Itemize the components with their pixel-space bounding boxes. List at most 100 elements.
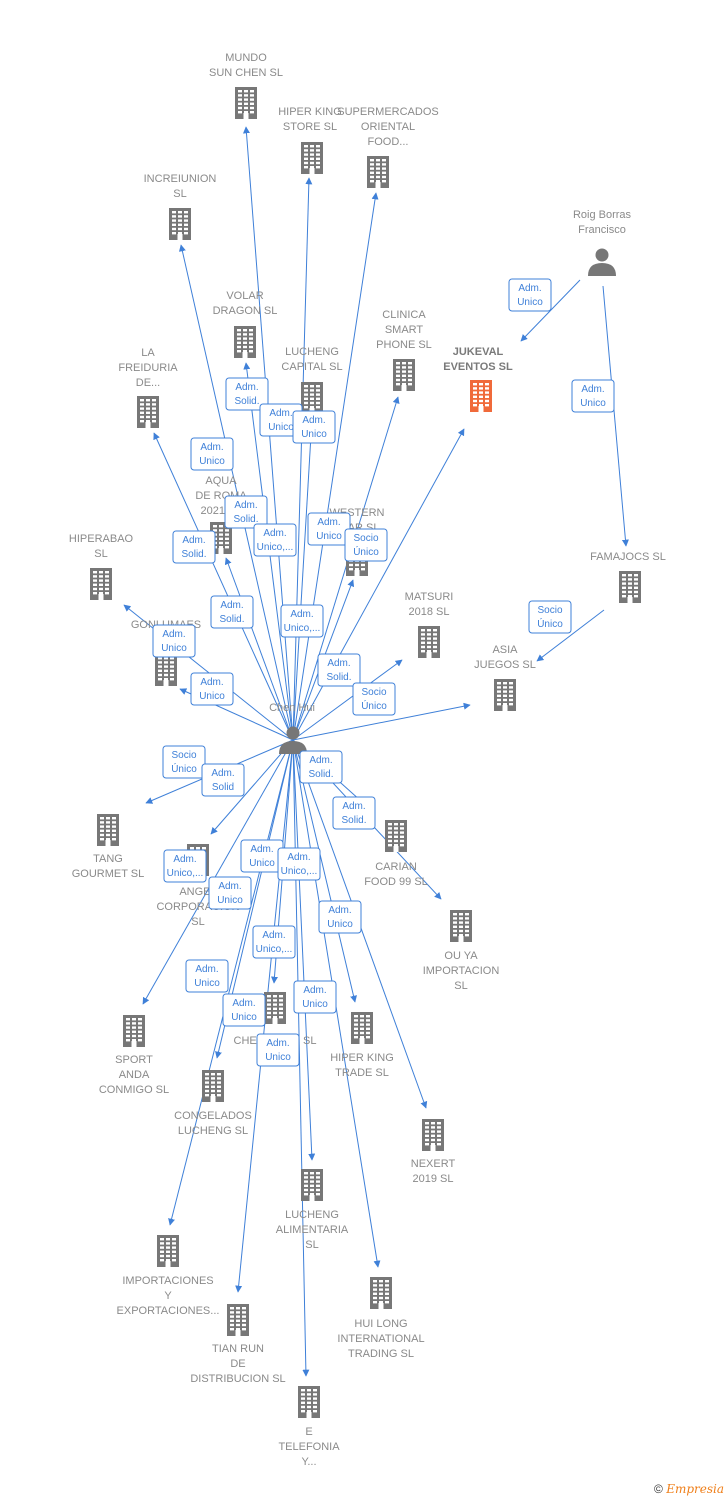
edge-role-text: Solid. — [326, 672, 351, 683]
edge-role-label[interactable]: Adm.Solid — [201, 763, 245, 797]
node-freiduria[interactable]: LAFREIDURIADE... — [118, 347, 178, 428]
building-icon — [301, 1169, 323, 1201]
edge-role-label[interactable]: Adm.Unico — [307, 512, 351, 546]
edge-role-label[interactable]: Adm.Unico,... — [253, 523, 297, 557]
building-icon — [137, 396, 159, 428]
node-label: INTERNATIONAL — [337, 1333, 424, 1345]
edge-role-label[interactable]: Adm.Unico,... — [280, 604, 324, 638]
node-super_oriental[interactable]: SUPERMERCADOSORIENTALFOOD... — [337, 106, 439, 188]
edge-role-text: Unico — [580, 398, 606, 409]
node-label: CONGELADOS — [174, 1110, 252, 1122]
node-famajocs[interactable]: FAMAJOCS SL — [590, 551, 666, 603]
edge-role-label[interactable]: Adm.Solid. — [172, 530, 216, 564]
node-label: HUI LONG — [354, 1318, 407, 1330]
edge-role-label[interactable]: Adm.Solid. — [225, 377, 269, 411]
node-label: PHONE SL — [376, 339, 432, 351]
edge-chenhui-to-angel — [210, 739, 294, 835]
edge-role-label[interactable]: Adm. Unico — [259, 403, 303, 437]
edge-role-text: Adm. — [328, 905, 351, 916]
edge-role-text: Adm. — [250, 844, 273, 855]
edge-role-label[interactable]: Adm.Unico,... — [252, 925, 296, 959]
building-icon — [97, 814, 119, 846]
edge-role-label[interactable]: Adm.Unico — [256, 1033, 300, 1067]
node-label: SMART — [385, 324, 424, 336]
edge-chenhui-to-clinica — [292, 396, 400, 741]
edge-chenhui-to-hiperking_store — [292, 177, 313, 741]
edge-role-text: Unico — [268, 422, 294, 433]
edge-role-label[interactable]: Adm.Unico — [292, 410, 336, 444]
edge-role-label[interactable]: Adm.Unico — [222, 993, 266, 1027]
node-label: MATSURI — [405, 591, 454, 603]
edge-role-label[interactable]: Adm.Unico — [508, 278, 552, 312]
edge-role-label[interactable]: Adm.Solid. — [299, 750, 343, 784]
edge-chenhui-to-lucheng_capital — [292, 417, 316, 741]
node-label: NEXERT — [411, 1158, 456, 1170]
edge-role-text: Solid. — [341, 815, 366, 826]
node-label: TRADE SL — [335, 1067, 389, 1079]
edge-role-text: Unico,... — [167, 868, 204, 879]
empresia-logo[interactable]: Empresia — [666, 1482, 724, 1496]
node-label: FREIDURIA — [118, 362, 178, 374]
edge-role-label[interactable]: Adm.Unico — [571, 379, 615, 413]
edge-role-text: Unico — [327, 919, 353, 930]
edge-role-text: Unico — [249, 858, 275, 869]
edge-role-text: Adm. — [303, 985, 326, 996]
edge-role-text: Adm. — [195, 964, 218, 975]
edge-role-text: Adm. — [269, 408, 292, 419]
edge-chenhui-to-hiperking_trade — [292, 739, 357, 1003]
edge-role-label[interactable]: Adm.Unico — [190, 672, 234, 706]
edge-role-label[interactable]: Adm.Unico — [152, 624, 196, 658]
edge-role-label[interactable]: Adm.Unico — [293, 980, 337, 1014]
edge-role-label[interactable]: Adm.Unico — [185, 959, 229, 993]
edge-role-text: Unico — [161, 643, 187, 654]
node-etelefonia[interactable]: ETELEFONIAY... — [278, 1386, 340, 1468]
edge-chenhui-to-freiduria — [153, 432, 294, 741]
footer-credit: © Empresia — [654, 1482, 724, 1496]
edge-role-label[interactable]: Adm.Solid. — [317, 653, 361, 687]
edge-role-label[interactable]: Adm.Unico — [208, 876, 252, 910]
node-label: CAPITAL SL — [281, 361, 342, 373]
edge-role-label[interactable]: Adm.Unico,... — [277, 847, 321, 881]
edge-role-text: Adm. — [290, 609, 313, 620]
node-label: IMPORTACION — [423, 965, 500, 977]
person-icon — [279, 726, 307, 754]
node-label: ALIMENTARIA — [276, 1224, 349, 1236]
edge-role-label[interactable]: Adm.Unico,... — [163, 849, 207, 883]
edge-role-label[interactable]: Adm. Unico — [318, 900, 362, 934]
building-icon — [264, 992, 286, 1024]
edge-chenhui-to-increiunion — [178, 244, 294, 741]
edge-role-label[interactable]: Adm. Unico — [240, 839, 284, 873]
node-chenhui[interactable]: Chen Hui — [269, 702, 315, 754]
node-importaciones[interactable]: IMPORTACIONESYEXPORTACIONES... — [117, 1235, 220, 1317]
edge-role-label[interactable]: Adm.Unico — [190, 437, 234, 471]
edge-role-label[interactable]: Adm.Solid. — [210, 595, 254, 629]
node-label: TANG — [93, 853, 123, 865]
edge-role-label[interactable]: Adm.Solid. — [332, 796, 376, 830]
edge-role-label[interactable]: Adm.Solid. — [224, 495, 268, 529]
